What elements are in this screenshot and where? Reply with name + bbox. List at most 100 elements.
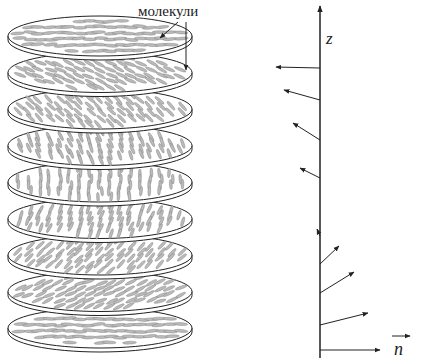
molecule [95, 229, 101, 240]
molecule [165, 107, 175, 117]
molecule [82, 336, 96, 339]
molecule [144, 113, 154, 123]
leader-line [160, 22, 178, 38]
molecule [68, 191, 71, 201]
molecule [42, 31, 56, 35]
molecule [123, 66, 135, 74]
molecule [125, 278, 137, 286]
molecule [174, 66, 187, 73]
molecule [138, 149, 145, 160]
molecule [77, 192, 80, 202]
molecule [65, 84, 78, 91]
molecule [142, 26, 156, 30]
molecule [52, 76, 64, 84]
molecule [31, 329, 45, 333]
molecule [73, 65, 85, 73]
molecule [77, 154, 83, 165]
molecule [32, 296, 45, 303]
molecule [17, 179, 20, 189]
molecule [42, 296, 54, 304]
molecule [63, 265, 73, 274]
molecule [139, 186, 143, 196]
molecule [47, 186, 50, 196]
molecule [84, 119, 94, 128]
molecule [87, 192, 90, 202]
director-arrow [300, 168, 320, 178]
molecule [169, 179, 173, 189]
molecule [155, 60, 168, 67]
molecule [124, 61, 137, 68]
molecule [93, 259, 103, 269]
molecule [65, 119, 74, 130]
molecule [25, 113, 35, 123]
molecule [82, 66, 94, 74]
molecule [89, 155, 96, 166]
molecule [75, 284, 87, 292]
molecule [112, 65, 124, 73]
molecule [143, 290, 155, 299]
molecule [21, 292, 34, 299]
molecule [138, 221, 145, 232]
molecule [91, 322, 105, 326]
molecule [166, 148, 172, 159]
molecule [174, 322, 188, 326]
molecule [114, 119, 124, 128]
axis-label: z [326, 30, 333, 47]
molecule [128, 150, 134, 161]
molecule [163, 289, 175, 297]
molecule [180, 216, 185, 227]
molecule [155, 25, 169, 29]
molecule [46, 223, 54, 233]
molecule [109, 192, 113, 202]
molecule [87, 229, 93, 240]
molecule [29, 185, 32, 195]
molecule [84, 253, 94, 263]
molecule [45, 247, 55, 256]
molecule [56, 222, 63, 233]
molecule [173, 73, 186, 80]
molecule [155, 259, 164, 269]
molecule [48, 149, 54, 160]
director-arrow [276, 67, 320, 68]
molecule [93, 60, 105, 68]
molecule [108, 228, 114, 239]
molecule [73, 302, 85, 310]
vector-sign [392, 336, 410, 337]
molecule [105, 266, 115, 275]
molecule [44, 94, 54, 104]
axis-line [319, 6, 321, 358]
molecule [115, 290, 127, 298]
molecule [72, 318, 86, 321]
molecule [97, 180, 100, 190]
molecule [96, 192, 99, 202]
molecule [122, 341, 136, 344]
molecule [97, 155, 104, 166]
molecule [146, 203, 153, 214]
molecule [177, 253, 188, 262]
molecule [27, 180, 30, 190]
molecule [75, 228, 81, 239]
molecule [73, 78, 86, 85]
molecule [67, 221, 74, 232]
molecule [155, 77, 167, 85]
molecule [135, 113, 145, 122]
molecule [26, 258, 36, 268]
molecule [166, 296, 178, 304]
molecule [124, 77, 137, 84]
molecule [116, 259, 125, 269]
director-arrow [320, 350, 380, 351]
molecule [156, 223, 163, 234]
director-arrow [320, 246, 339, 264]
leader-line [186, 22, 187, 70]
molecule [52, 60, 64, 68]
molecule [26, 222, 33, 233]
molecule [136, 260, 146, 270]
disc-stack [8, 16, 192, 352]
molecule [11, 32, 25, 36]
disc [8, 16, 192, 60]
molecule [35, 216, 41, 227]
vector-label: n [394, 340, 403, 358]
molecule [54, 114, 64, 123]
molecule [163, 65, 176, 72]
